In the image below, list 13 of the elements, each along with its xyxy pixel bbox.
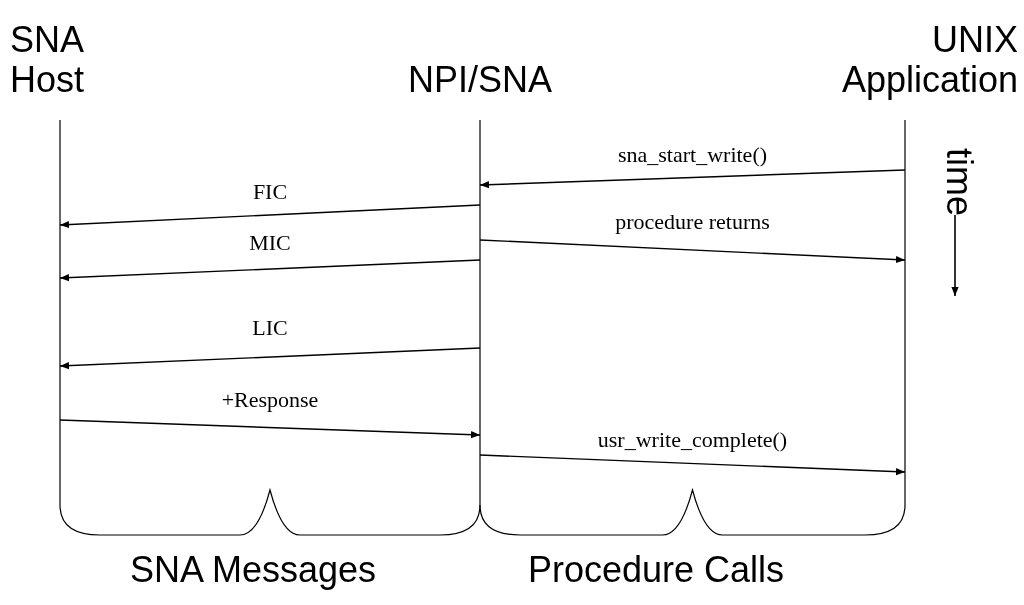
arrow xyxy=(479,239,906,264)
arrow xyxy=(479,169,906,189)
axis-label: time xyxy=(939,148,979,216)
arrow xyxy=(59,259,481,282)
arrow xyxy=(479,454,906,476)
lifeline-header: NPI/SNA xyxy=(406,60,553,100)
arrow xyxy=(59,347,481,370)
arrow xyxy=(59,204,481,229)
lifeline-header: UNIX Application xyxy=(840,20,1018,100)
arrow xyxy=(59,419,481,439)
lifeline-header: SNA Host xyxy=(10,20,86,100)
brace-label: SNA Messages xyxy=(130,550,377,590)
brace-label: Procedure Calls xyxy=(528,550,785,590)
